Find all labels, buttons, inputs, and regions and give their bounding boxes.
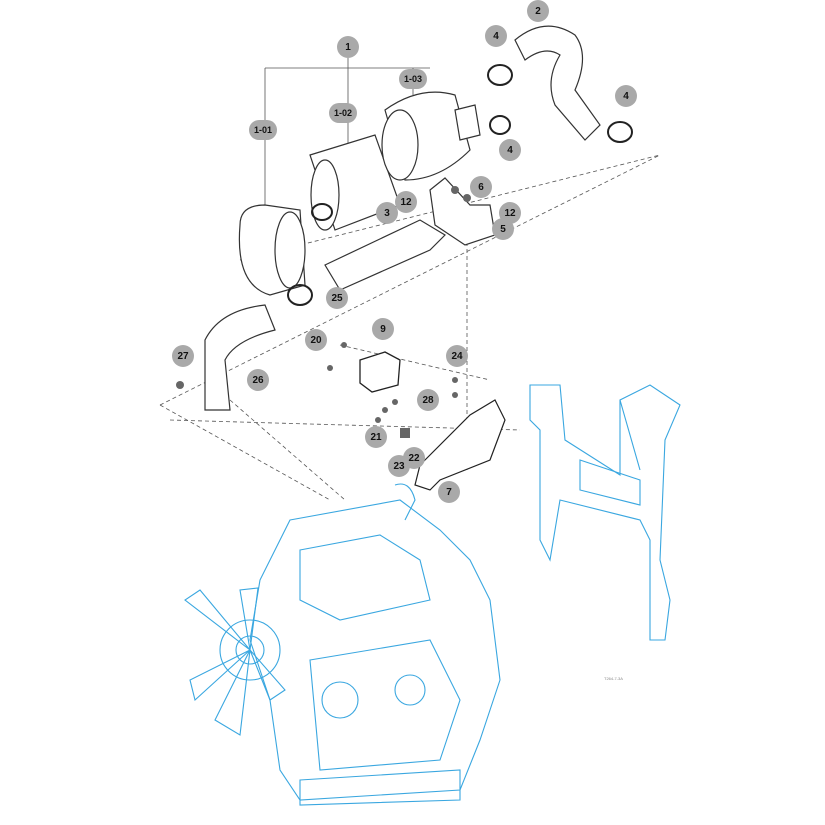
callout-20[interactable]: 20 <box>305 329 327 351</box>
callout-1-03[interactable]: 1-03 <box>399 69 427 89</box>
callout-23[interactable]: 23 <box>388 455 410 477</box>
bolts <box>176 186 471 438</box>
hoses <box>204 25 601 411</box>
callout-28[interactable]: 28 <box>417 389 439 411</box>
callout-21[interactable]: 21 <box>365 426 387 448</box>
callout-27[interactable]: 27 <box>172 345 194 367</box>
callout-4[interactable]: 4 <box>499 139 521 161</box>
callout-26[interactable]: 26 <box>247 369 269 391</box>
callout-1-01[interactable]: 1-01 <box>249 120 277 140</box>
assembly-lines <box>159 154 661 501</box>
callout-3[interactable]: 3 <box>376 202 398 224</box>
callout-12[interactable]: 12 <box>395 191 417 213</box>
callout-4[interactable]: 4 <box>615 85 637 107</box>
callout-9[interactable]: 9 <box>372 318 394 340</box>
callout-7[interactable]: 7 <box>438 481 460 503</box>
frame <box>529 384 681 641</box>
bracket <box>429 177 496 246</box>
callout-1[interactable]: 1 <box>337 36 359 58</box>
relay <box>359 351 401 393</box>
reference-code: T264-7-3A <box>604 676 623 681</box>
callout-24[interactable]: 24 <box>446 345 468 367</box>
clamps <box>287 64 633 306</box>
callout-1-02[interactable]: 1-02 <box>329 103 357 123</box>
callout-2[interactable]: 2 <box>527 0 549 22</box>
callout-5[interactable]: 5 <box>492 218 514 240</box>
engine <box>184 483 501 806</box>
callout-25[interactable]: 25 <box>326 287 348 309</box>
mounting-bracket <box>414 399 506 491</box>
callout-6[interactable]: 6 <box>470 176 492 198</box>
callout-4[interactable]: 4 <box>485 25 507 47</box>
